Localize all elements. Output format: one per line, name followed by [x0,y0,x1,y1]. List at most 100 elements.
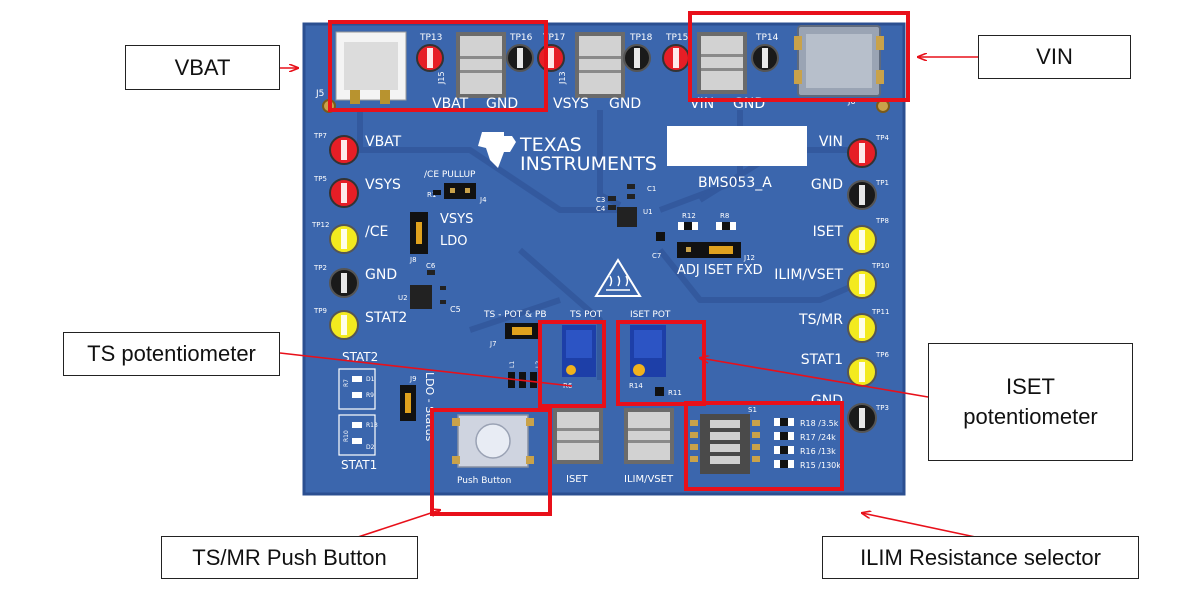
svg-text:C5: C5 [450,305,461,314]
svg-text:J7: J7 [489,340,497,348]
svg-text:TP4: TP4 [875,134,889,142]
connector-ref: J15 [437,71,446,85]
push-button-label: Push Button [457,476,511,486]
svg-text:C1: C1 [647,185,656,193]
vbat-white-connector [335,31,407,104]
pin-label: STAT2 [365,310,407,326]
stat1-led-block: R13 D2 R10 [338,414,378,456]
svg-text:U1: U1 [643,208,653,216]
svg-text:TP12: TP12 [311,221,329,229]
iset-pot-callout: ISET potentiometer [928,343,1133,461]
pin-label: VSYS [365,177,401,193]
pin-label: ILIM/VSET [774,267,843,283]
pin-label: STAT1 [801,352,843,368]
push-button-callout-text: TS/MR Push Button [192,544,387,570]
iset-pot-callout-line2: potentiometer [963,404,1098,429]
ts-pot-pb-label: TS - POT & PB [483,310,547,320]
ldo-ic: U2 C6 C5 [398,262,461,314]
svg-text:R14: R14 [629,382,643,390]
ilim-selector-callout: ILIM Resistance selector [822,536,1139,579]
iset-pot-arrow [700,358,929,398]
svg-text:C7: C7 [652,252,661,260]
svg-text:J4: J4 [479,196,487,204]
svg-text:TP3: TP3 [875,404,889,412]
vin-callout: VIN [978,35,1131,79]
svg-text:J12: J12 [743,254,755,262]
pin-label: VBAT [365,134,402,150]
svg-text:TP1: TP1 [875,179,889,187]
svg-text:S1: S1 [748,406,757,414]
pin-label: GND [365,267,397,283]
iset-pot-callout-line1: ISET [1006,374,1055,400]
push-button-callout: TS/MR Push Button [161,536,418,579]
right-test-points [847,138,877,433]
hot-surface-warning-icon [594,258,642,297]
svg-text:D1: D1 [366,376,375,383]
tp-label: TP18 [629,33,653,43]
svg-text:D2: D2 [366,444,375,451]
svg-text:C4: C4 [596,205,606,213]
push-button-highlight [430,408,552,516]
ts-pot-label: TS POT [569,310,603,320]
pin-label: VIN [819,134,843,150]
resistor-value: R17 /24k [800,433,836,442]
svg-text:TP2: TP2 [313,264,327,272]
svg-text:J8: J8 [409,256,417,264]
tp-label: TP17 [542,33,565,43]
svg-text:TP6: TP6 [875,351,889,359]
vin-callout-text: VIN [1036,44,1073,70]
ilim-dip-switch[interactable] [690,414,760,474]
ilim-selector-callout-text: ILIM Resistance selector [860,544,1101,570]
svg-text:U2: U2 [398,294,408,302]
ldo-status-jumper[interactable] [400,385,416,421]
usb-connector [794,25,884,97]
svg-text:L1: L1 [509,361,516,368]
header-connector-vbat [456,32,506,98]
vin-highlight [688,11,910,102]
header-label: VSYS [553,96,589,112]
svg-text:TP10: TP10 [871,262,889,270]
svg-text:R1: R1 [427,191,436,199]
header-label: GND [609,96,641,112]
tp-label: TP14 [755,33,779,43]
vbat-highlight [328,20,548,112]
ts-pot-arrow [279,352,573,387]
charger-ic: U1 C1 C3 C4 [596,184,656,227]
svg-text:R11: R11 [668,389,682,397]
stat1-led-label: STAT1 [341,458,377,472]
ts-potentiometer[interactable] [562,325,596,377]
connector-ref: J13 [558,71,567,85]
callout-arrows [279,57,981,539]
svg-text:TP9: TP9 [313,307,327,315]
pin-label: ISET [813,224,844,240]
logo-text-instruments: INSTRUMENTS [520,153,657,175]
iset-header [553,408,603,464]
ce-pullup-jumper[interactable] [444,183,476,199]
iset-potentiometer[interactable] [630,325,666,377]
pin-label: TS/MR [798,312,843,328]
ts-mr-push-button[interactable] [452,414,534,468]
iset-header-label: ISET [566,474,589,485]
board-name: BMS053_A [698,175,772,191]
svg-text:R9: R9 [366,392,374,399]
stat2-led-block: D1 R9 R7 [338,368,376,410]
vsys-ldo-jumper[interactable] [410,212,428,254]
ts-pot-highlight [538,320,606,408]
iset-mode-jumper[interactable] [677,242,741,258]
svg-text:R10: R10 [343,430,350,442]
vsys-jumper-label: VSYS [440,212,473,227]
header-connector-vsys [575,32,625,98]
svg-text:R12: R12 [682,212,696,220]
ts-pot-pb-jumper[interactable] [505,323,539,339]
svg-text:R8: R8 [720,212,729,220]
svg-text:J9: J9 [409,375,417,383]
header-connector-vin [697,32,747,94]
tp-label: TP15 [665,33,688,43]
push-button-arrow [354,510,440,539]
resistor-value: R16 /13k [800,447,836,456]
svg-text:TP7: TP7 [313,132,327,140]
vbat-callout-text: VBAT [174,54,231,80]
ldo-status-label: LDO - Status [423,372,436,442]
svg-text:R7: R7 [343,379,350,387]
